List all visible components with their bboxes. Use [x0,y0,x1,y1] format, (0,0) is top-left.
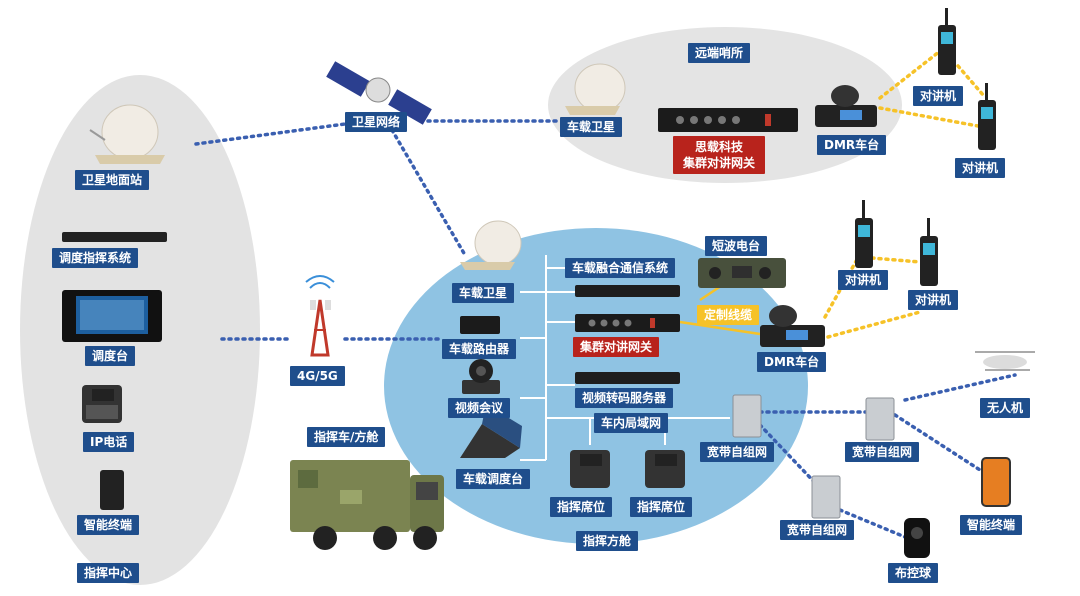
conference-camera-icon [462,359,500,394]
remote-vehicle-satellite-label: 车载卫星 [560,117,623,137]
remote-satellite-dish-icon [565,63,626,115]
broadband-mesh1-label: 宽带自组网 [700,442,775,462]
remote-post-area [548,27,902,183]
cell-tower-icon [305,275,335,357]
walkie-talkie-icon [855,200,873,268]
remote-post-label: 远端哨所 [688,43,751,63]
dispatch-system-label: 调度指挥系统 [52,248,139,268]
vehicle-bus [520,255,730,461]
drone-label: 无人机 [980,398,1031,418]
remote-gateway-label: 思载科技 集群对讲网关 [673,136,766,174]
router-icon [460,316,500,334]
vehicle-gateway-icon [575,314,680,332]
drone-icon [975,351,1035,371]
vehicle-router-label: 车载路由器 [442,339,517,359]
satellite-dish-icon [89,104,165,164]
vehicle-gateway-label: 集群对讲网关 [573,337,660,357]
rugged-phone-icon [981,457,1011,507]
broadband-mesh3-label: 宽带自组网 [780,520,855,540]
net-4g5g-label: 4G/5G [290,366,345,386]
seat2-label: 指挥席位 [630,497,693,517]
satellite-icon [326,61,432,125]
vehicle-comm-system-label: 车载融合通信系统 [565,258,676,278]
walkie-mid1-label: 对讲机 [838,270,889,290]
walkie-talkie-icon [978,83,996,150]
walkie-talkie-icon [920,218,938,286]
desk-phone-icon [570,450,610,488]
mesh-radio-icon [732,394,762,438]
mesh-radio-icon [811,475,841,519]
ip-phone-label: IP电话 [83,432,135,452]
smart-terminal-right-label: 智能终端 [960,515,1023,535]
command-truck-icon [290,460,444,550]
ptz-camera-icon [904,518,930,558]
remote-gateway-brand: 思载科技 [695,140,744,154]
vehicle-dmr-icon [760,305,825,347]
remote-dmr-icon [815,85,877,127]
video-transcode-server-label: 视频转码服务器 [575,388,674,408]
vehicle-satellite-dish-icon [460,220,522,270]
shortwave-radio-icon [698,258,786,288]
vehicle-dmr-label: DMR车台 [757,352,827,372]
walkie-top1-label: 对讲机 [913,86,964,106]
custom-cable-label: 定制线缆 [697,305,760,325]
dispatch-console-label: 调度台 [85,346,136,366]
satellite-ground-station-label: 卫星地面站 [75,170,150,190]
smart-terminal-left-label: 智能终端 [77,515,140,535]
mesh-radio-icon [865,397,895,441]
dispatch-console-icon [62,290,162,342]
vehicle-dispatch-console-label: 车载调度台 [456,469,531,489]
seat1-label: 指挥席位 [550,497,613,517]
dispatch-rack-icon [62,232,167,242]
transcode-server-icon [575,372,680,384]
vehicle-satellite-label: 车载卫星 [452,283,515,303]
remote-gateway-icon [658,108,798,132]
walkie-mid2-label: 对讲机 [908,290,959,310]
shortwave-radio-label: 短波电台 [705,236,768,256]
command-center-label: 指挥中心 [77,563,140,583]
command-vehicle-label: 指挥车/方舱 [307,427,386,447]
remote-dmr-label: DMR车台 [817,135,887,155]
walkie-top2-label: 对讲机 [955,158,1006,178]
satellite-network-label: 卫星网络 [345,112,408,132]
video-conference-label: 视频会议 [448,398,511,418]
ip-phone-icon [82,385,122,423]
walkie-talkie-icon [938,8,956,75]
desk-phone-icon [645,450,685,488]
vehicle-lan-label: 车内局域网 [594,413,669,433]
comm-system-rack-icon [575,285,680,297]
deploy-ball-label: 布控球 [888,563,939,583]
remote-gateway-title: 集群对讲网关 [683,156,756,170]
command-shelter-label: 指挥方舱 [576,531,639,551]
broadband-mesh2-label: 宽带自组网 [845,442,920,462]
satellite-links [194,119,1017,539]
smartphone-icon [100,470,124,510]
